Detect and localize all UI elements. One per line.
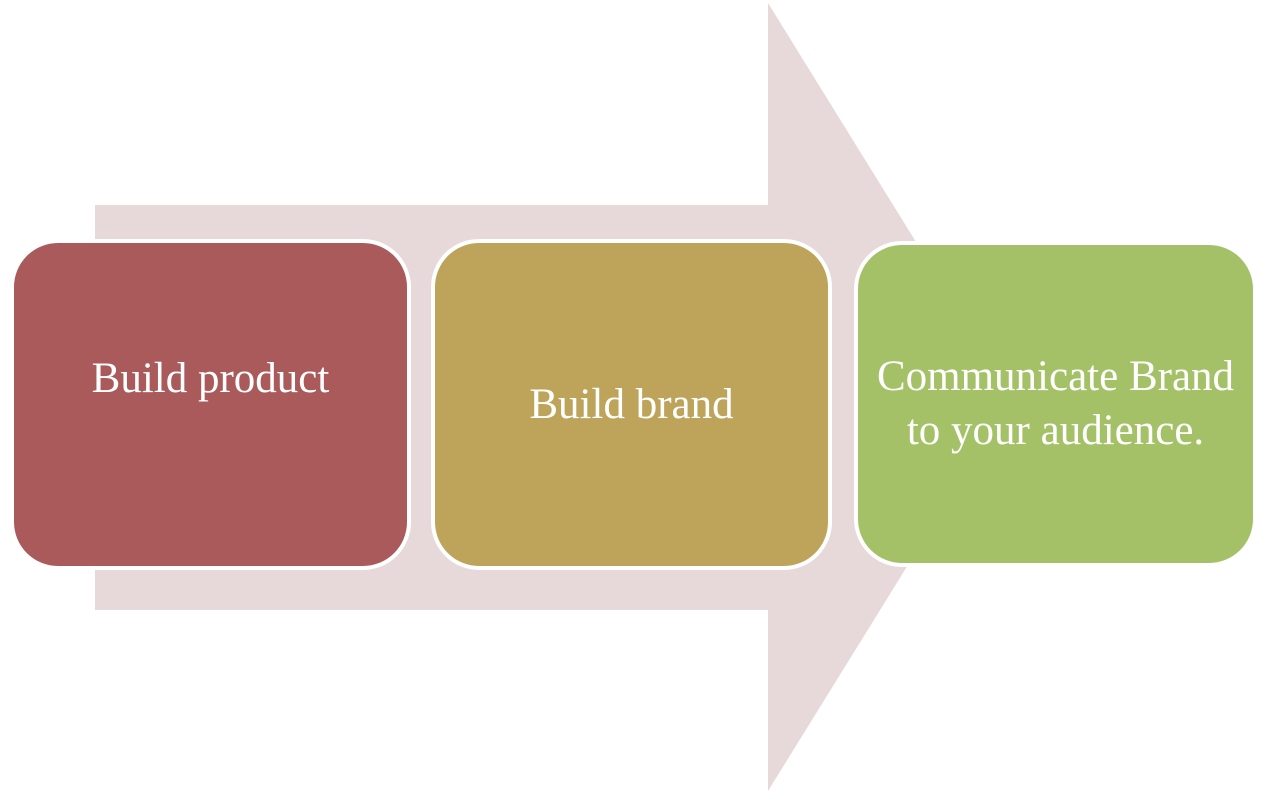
step-build-product-label: Build product [91,354,330,402]
step-communicate-brand-label: Communicate Brand to your audience. [876,353,1235,454]
step-build-product: Build product [10,239,411,570]
step-build-brand-label: Build brand [529,380,734,428]
step-communicate-brand: Communicate Brand to your audience. [854,241,1257,567]
step-build-brand: Build brand [431,239,832,570]
